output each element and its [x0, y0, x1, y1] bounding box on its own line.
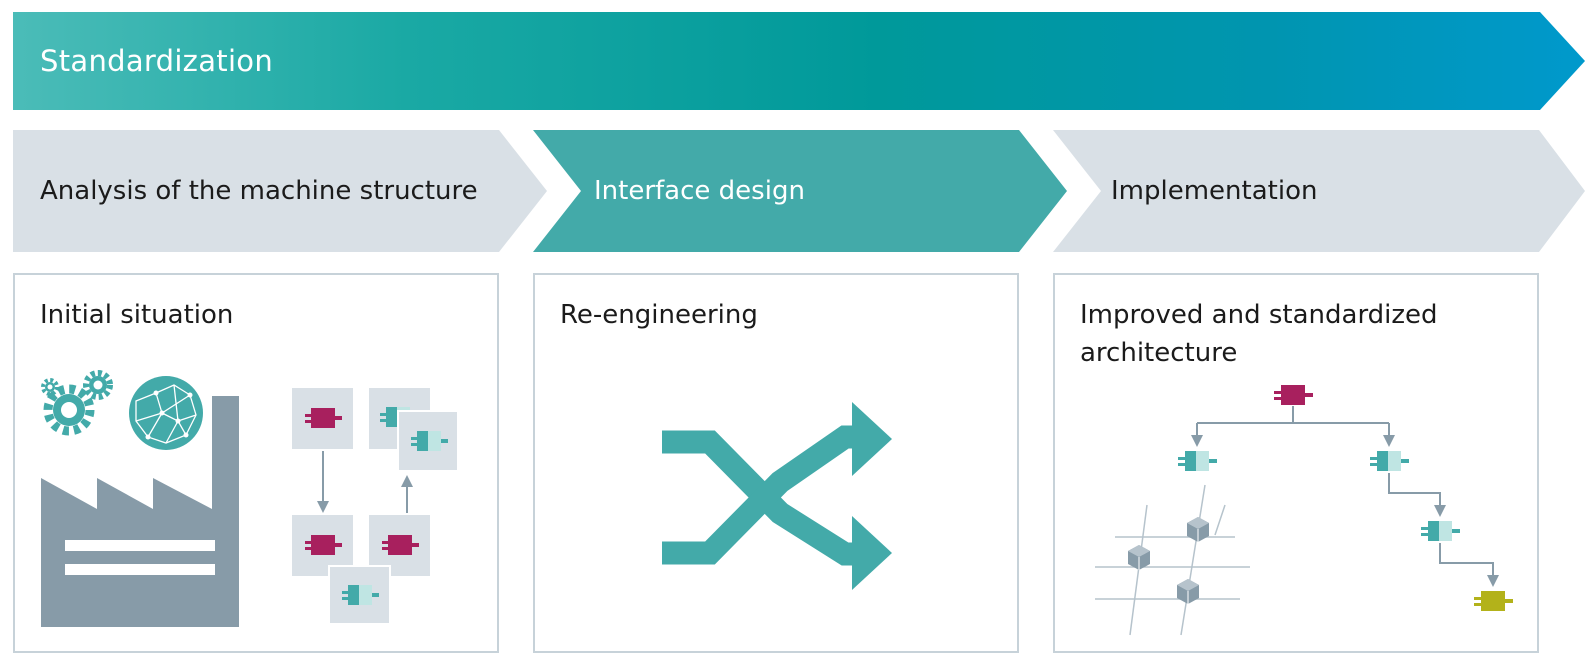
module-tiles [292, 388, 459, 625]
step-analysis: Analysis of the machine structure [13, 130, 547, 252]
child-module-icon [1370, 451, 1409, 471]
network-globe-icon [129, 376, 203, 450]
factory-stripe-bottom [65, 564, 215, 575]
shuffle-icon [662, 402, 892, 590]
factory-stripe-top [65, 540, 215, 551]
leaf-module-icon [1474, 591, 1513, 611]
step-interface-design: Interface design [533, 130, 1067, 252]
child-module-icon [1178, 451, 1217, 471]
panel-re-engineering: Re-engineering [533, 273, 1019, 653]
module-arrows [317, 451, 413, 513]
architecture-tree-illustration [1095, 385, 1513, 636]
step-label-analysis: Analysis of the machine structure [40, 176, 478, 206]
panel-title-improved: Improved and standardized architecture [1080, 300, 1438, 368]
panel-improved-architecture: Improved and standardized architecture [1053, 273, 1539, 653]
tree-arrowheads [1191, 435, 1499, 587]
step-label-implementation: Implementation [1111, 176, 1318, 206]
standardization-banner: Standardization [13, 12, 1585, 110]
tree-connectors [1196, 406, 1494, 577]
cube-grid [1095, 484, 1250, 636]
gears-icon [41, 370, 113, 436]
panel-title-re-engineering: Re-engineering [560, 300, 758, 330]
step-label-interface-design: Interface design [594, 176, 805, 206]
initial-situation-illustration [41, 370, 459, 627]
child-module-icon [1421, 521, 1460, 541]
panel-initial-situation: Initial situation [13, 273, 499, 653]
root-module-icon [1274, 385, 1313, 405]
cube-icons [1127, 516, 1210, 605]
step-implementation: Implementation [1053, 130, 1585, 252]
banner-title: Standardization [40, 44, 274, 78]
panel-title-initial: Initial situation [40, 300, 234, 330]
